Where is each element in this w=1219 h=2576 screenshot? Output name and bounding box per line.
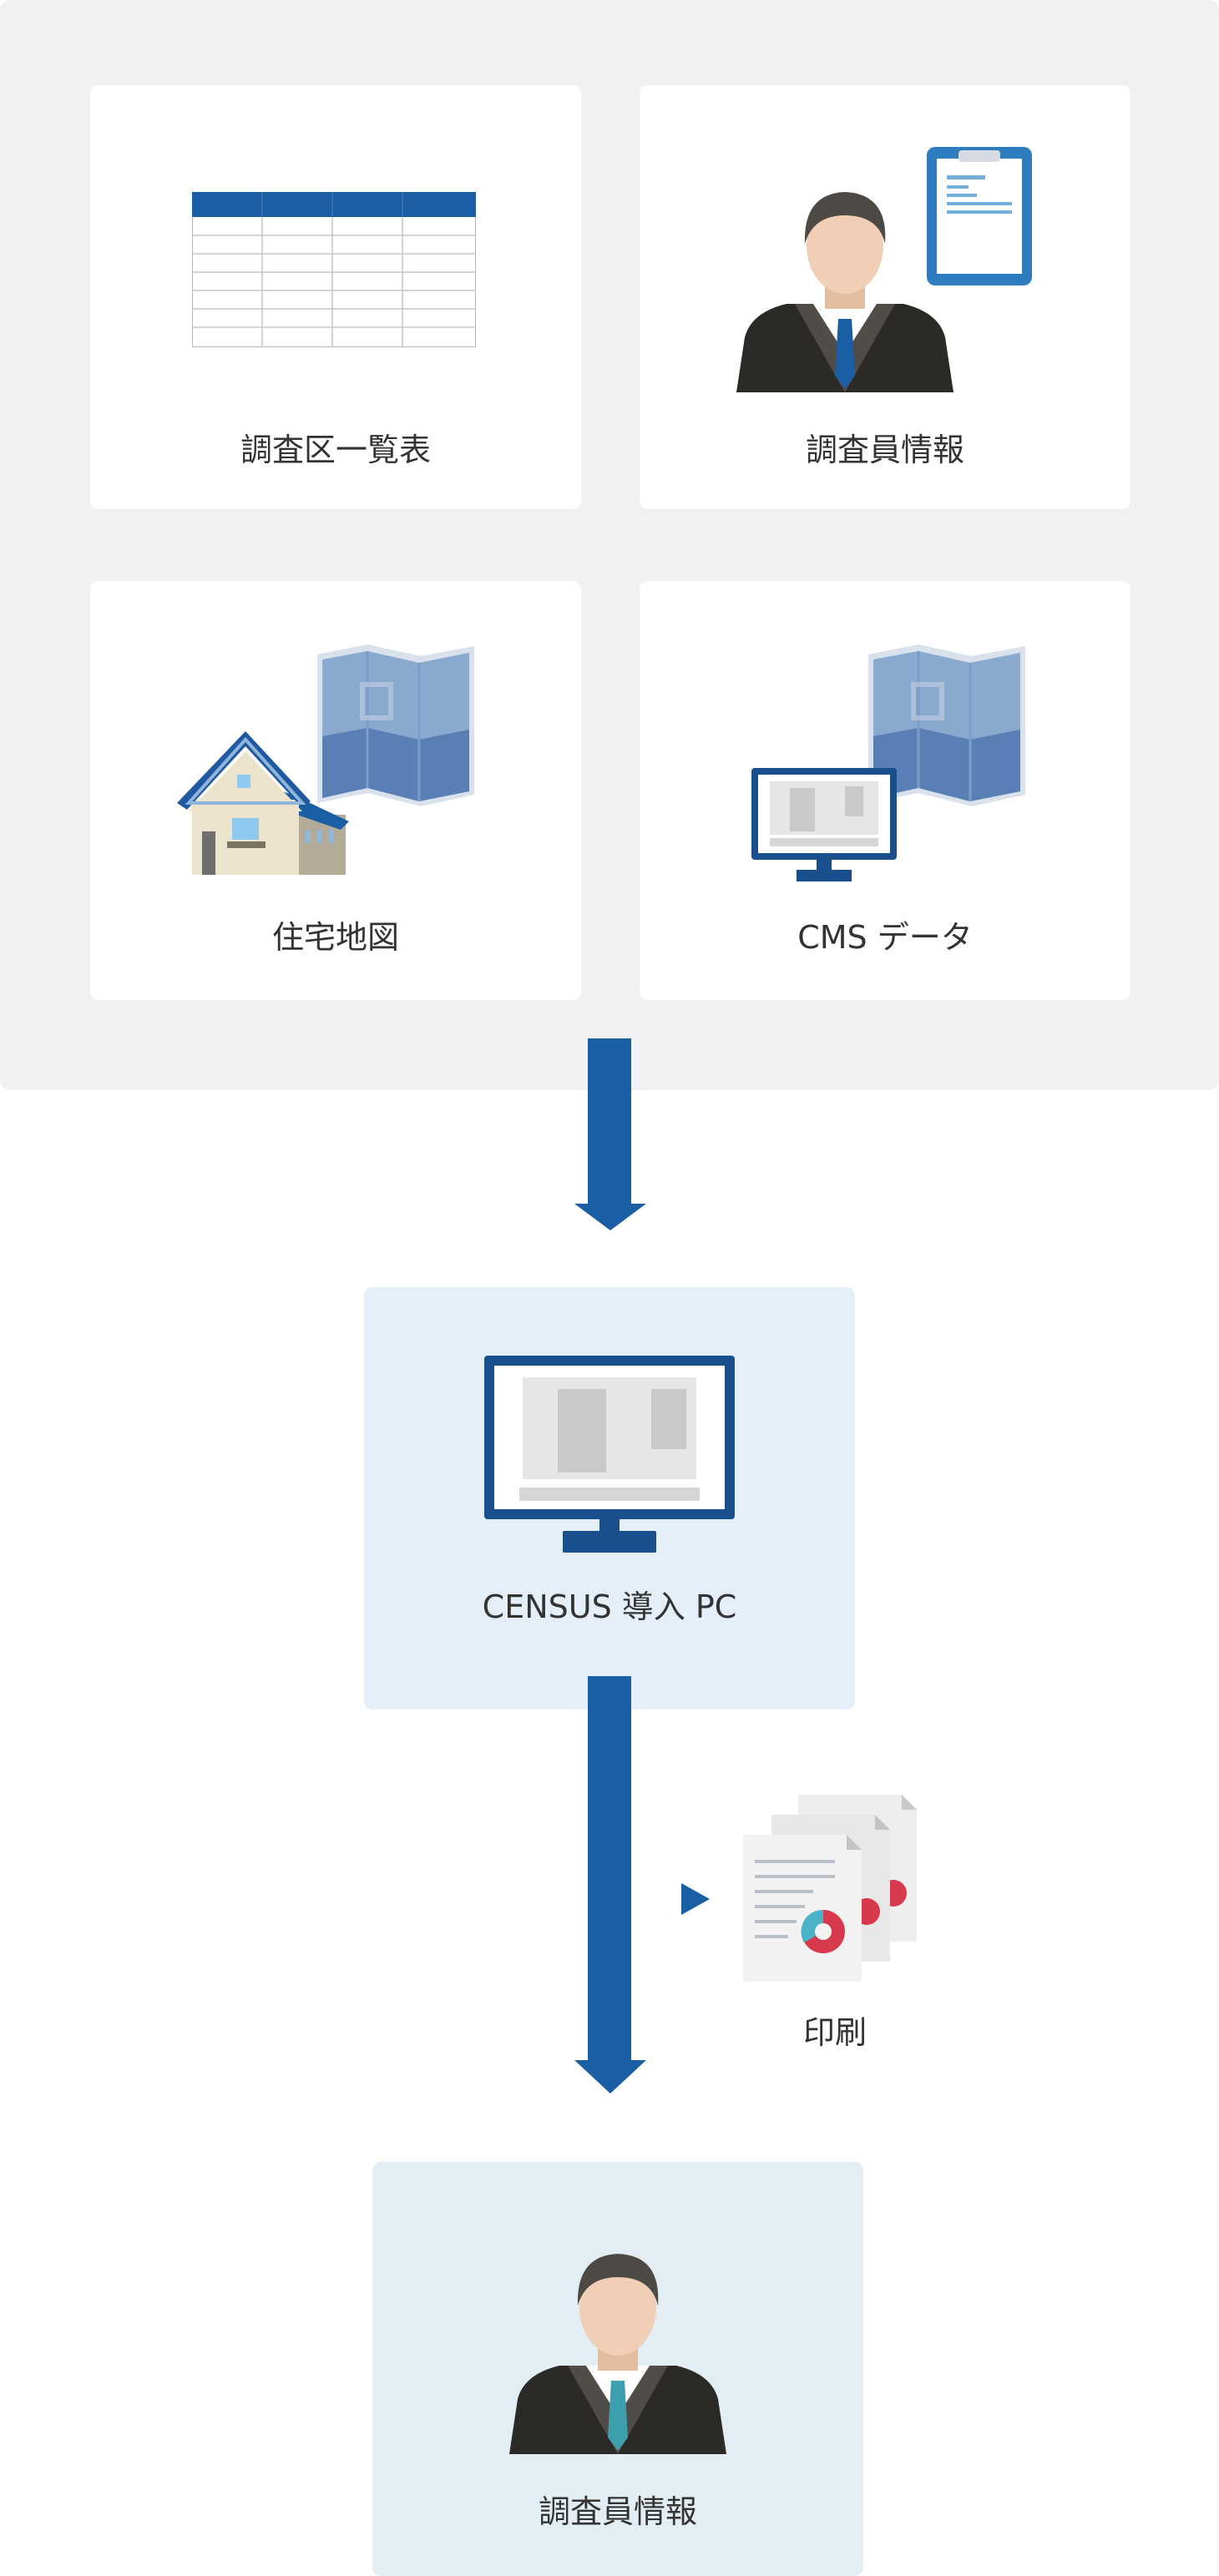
- card-cms-data: CMS データ: [640, 581, 1130, 1000]
- flow-arrow-shaft: [588, 1676, 631, 2062]
- census-pc-label: CENSUS 導入 PC: [482, 1589, 737, 1625]
- surveyor-output-label: 調査員情報: [538, 2493, 697, 2530]
- monitor-icon: [484, 1356, 735, 1553]
- print-label: 印刷: [802, 2014, 867, 2051]
- documents-icon: [743, 1795, 918, 1982]
- census-pc-box: CENSUS 導入 PC: [364, 1287, 855, 1710]
- flow-arrow-head: [574, 1204, 646, 1234]
- table-icon: [192, 192, 476, 347]
- surveyor-output-box: 調査員情報: [372, 2162, 863, 2576]
- card-survey-area-list: 調査区一覧表: [90, 85, 581, 509]
- flow-arrow-head: [574, 2060, 646, 2097]
- map-icon: [865, 644, 1029, 808]
- person-icon: [509, 2240, 726, 2454]
- monitor-icon: [751, 768, 897, 881]
- sources-panel: 調査区一覧表: [0, 0, 1219, 1090]
- card-label: 調査区一覧表: [240, 432, 431, 468]
- card-surveyor-info: 調査員情報: [640, 85, 1130, 509]
- card-label: 調査員情報: [805, 432, 964, 468]
- house-icon: [177, 731, 352, 875]
- clipboard-icon: [927, 147, 1032, 285]
- flow-arrow-shaft: [588, 1038, 631, 1205]
- card-label: 住宅地図: [271, 919, 399, 956]
- card-residential-map: 住宅地図: [90, 581, 581, 1000]
- card-label: CMS データ: [797, 919, 973, 956]
- person-icon: [736, 179, 953, 392]
- print-pointer-icon: [681, 1883, 710, 1918]
- map-icon: [314, 644, 478, 808]
